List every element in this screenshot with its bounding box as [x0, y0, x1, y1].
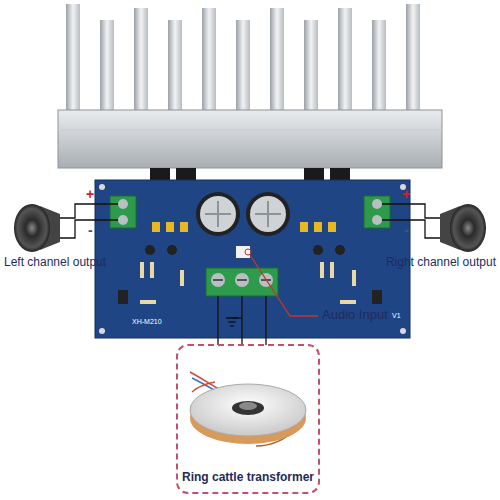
pcb-board [95, 180, 410, 338]
node-text: Ring cattle transformer [178, 470, 318, 484]
polarity-mark: + [402, 186, 410, 202]
audio-input-leader [245, 249, 318, 316]
polarity-mark: + [86, 186, 94, 202]
polarity-mark: - [88, 222, 93, 238]
transformer-frame: Ring cattle transformer [176, 344, 320, 494]
toroidal-transformer [190, 372, 306, 446]
board-version: V1 [392, 312, 401, 320]
power-wires [218, 296, 266, 345]
speakers [14, 204, 486, 252]
channel-label: Right channel output [386, 256, 496, 270]
heatsink [58, 4, 442, 168]
polarity-mark: - [404, 222, 409, 238]
speaker-wires [60, 204, 440, 238]
terminal-blocks [110, 196, 390, 296]
callout-label: Audio Input [322, 308, 388, 323]
board-model: XH-M210 [132, 318, 162, 326]
channel-label: Left channel output [4, 256, 106, 270]
